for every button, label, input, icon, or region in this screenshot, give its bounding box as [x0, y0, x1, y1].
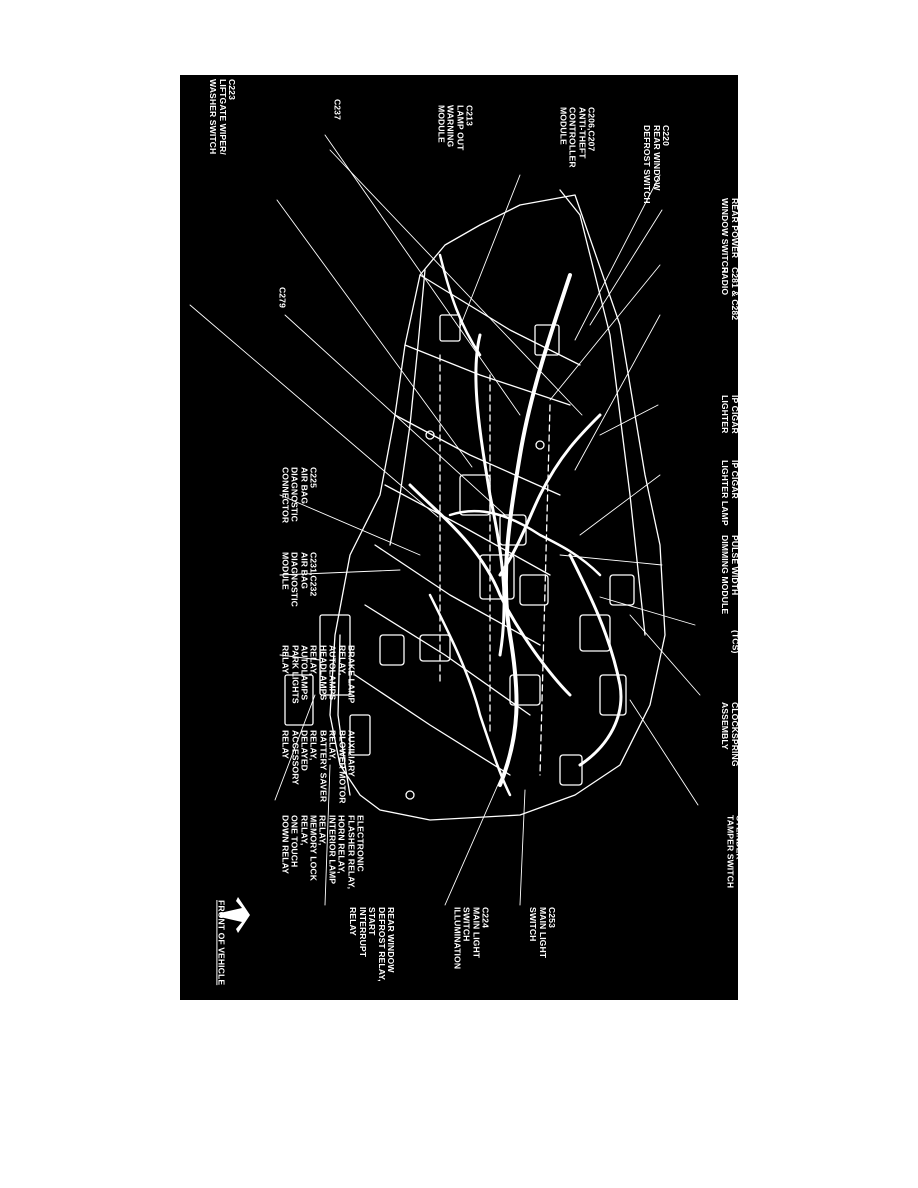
label-c231: C231,C232 AIR BAG DIAGNOSTIC MODULE [280, 552, 319, 607]
label-c220: C220 REAR WINDOW DEFROST SWITCH [642, 125, 672, 204]
label-c213: C213 LAMP OUT WARNING MODULE [436, 105, 475, 151]
label-c223: C223 LIFTGATE WIPER/ WASHER SWITCH [208, 79, 238, 155]
label-c206: C206,C207 ANTI-THEFT CONTROLLER MODULE [558, 107, 597, 168]
panel-outline [329, 194, 666, 821]
label-c224: C224 MAIN LIGHT SWITCH ILLUMINATION [452, 907, 491, 970]
diagram-panel: C223 LIFTGATE WIPER/ WASHER SWITCH C220 … [180, 75, 738, 1000]
label-c218: C218,C266 IP CIGAR LIGHTER [720, 395, 738, 434]
label-front-of-vehicle: FRONT OF VEHICLE [216, 900, 227, 986]
label-c253: C253 MAIN LIGHT SWITCH [528, 907, 558, 959]
dashboard-drawing [189, 134, 701, 933]
label-c287: C287 TO CLOCKSPRING ASSEMBLY [720, 702, 738, 767]
label-rear-defrost-relay: REAR WINDOW DEFROST RELAY, START INTERRU… [348, 907, 397, 982]
label-c225: C225 AIR BAG DIAGNOSTIC CONNECTOR [280, 467, 319, 524]
label-c219: C219 REAR POWER WINDOW SWITCH [720, 198, 738, 274]
panel-lower-edge [559, 189, 646, 636]
label-c227: C227 PULSE WIDTH DIMMING MODULE [720, 535, 738, 615]
panel-top-edge [389, 269, 426, 546]
label-c215: C215 TO IGNITION CYLINDER TAMPER SWITCH [725, 815, 738, 889]
label-c237: C237 [332, 99, 343, 120]
front-arrow-icon [220, 897, 250, 933]
label-brake-lamp-relays: BRAKE LAMP RELAY, AUTOLAMPS HEADLAMPS RE… [280, 645, 357, 704]
label-c217: C217 IP CIGAR LIGHTER LAMP [720, 460, 738, 526]
label-flasher-relays: ELECTRONIC FLASHER RELAY, HORN RELAY, IN… [280, 815, 366, 890]
label-c279: C279 [277, 287, 288, 308]
label-c211: C211,C212,C275, C281 & C282 RADIO [720, 267, 738, 321]
panel-front-edge [337, 634, 351, 796]
label-auxiliary-relays: AUXILIARY BLOWER MOTOR RELAY, BATTERY SA… [280, 730, 357, 804]
label-c286: C286 TO TRANSMISSION CONTROL SWITCH (TCS… [730, 630, 738, 654]
